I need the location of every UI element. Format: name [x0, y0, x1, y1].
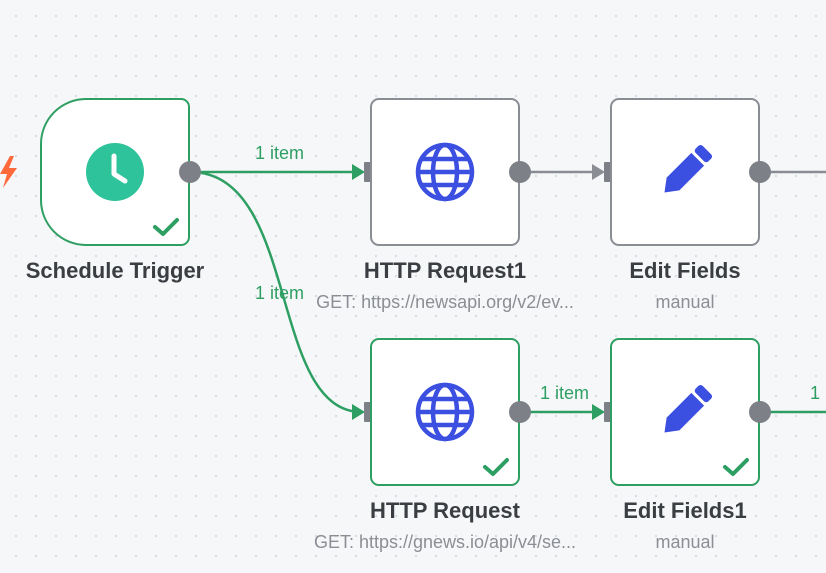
schedule-trigger-output-handle[interactable] — [179, 161, 201, 183]
pencil-icon — [652, 379, 718, 445]
edit-fields1-output-handle[interactable] — [749, 401, 771, 423]
connection-item-count: 1 — [810, 383, 821, 403]
pencil-icon — [652, 139, 718, 205]
edit-fields-input-handle[interactable] — [604, 162, 614, 182]
globe-icon — [414, 141, 476, 203]
edit-fields1-node[interactable] — [610, 338, 760, 486]
http-request1-output-handle[interactable] — [509, 161, 531, 183]
http-request1-input-handle[interactable] — [364, 162, 374, 182]
success-check-icon — [153, 218, 179, 236]
connection-trigger-to-http-request[interactable] — [189, 170, 363, 414]
http-request-subtitle: GET: https://gnews.io/api/v4/se... — [313, 532, 577, 552]
globe-icon — [414, 381, 476, 443]
schedule-trigger-name: Schedule Trigger — [25, 258, 205, 283]
http-request1-node[interactable] — [370, 98, 520, 246]
edit-fields-node[interactable] — [610, 98, 760, 246]
arrowhead — [592, 164, 605, 180]
http-request-input-handle[interactable] — [364, 402, 374, 422]
lightning-bolt-icon — [0, 156, 17, 188]
http-request1-subtitle: GET: https://newsapi.org/v2/ev... — [316, 292, 574, 312]
http-request-name: HTTP Request — [370, 498, 520, 523]
arrowhead — [352, 164, 365, 180]
http-request1-name: HTTP Request1 — [363, 258, 527, 283]
edit-fields1-input-handle[interactable] — [604, 402, 614, 422]
success-check-icon — [483, 458, 509, 476]
schedule-trigger-node[interactable] — [40, 98, 190, 246]
arrowhead — [352, 404, 365, 420]
edit-fields-output-handle[interactable] — [749, 161, 771, 183]
connection-item-count: 1 item — [255, 283, 305, 303]
success-check-icon — [723, 458, 749, 476]
http-request-output-handle[interactable] — [509, 401, 531, 423]
edit-fields1-subtitle: manual — [655, 532, 715, 552]
arrowhead — [592, 404, 605, 420]
clock-icon — [85, 142, 145, 202]
http-request-node[interactable] — [370, 338, 520, 486]
connection-item-count: 1 item — [540, 383, 590, 403]
connection-item-count: 1 item — [255, 143, 305, 163]
edit-fields1-name: Edit Fields1 — [623, 498, 747, 523]
edit-fields-subtitle: manual — [655, 292, 715, 312]
edit-fields-name: Edit Fields — [629, 258, 741, 283]
